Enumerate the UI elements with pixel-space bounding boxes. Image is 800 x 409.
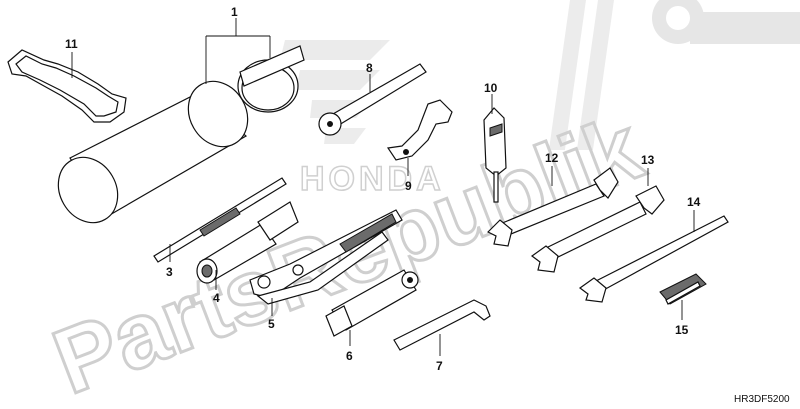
watermark-bar-left xyxy=(548,0,586,150)
leader-lines xyxy=(71,18,695,356)
part-11-tool-strap xyxy=(7,49,127,123)
part-10-screwdriver xyxy=(483,107,507,203)
callout-3: 3 xyxy=(166,265,173,279)
callout-4: 4 xyxy=(213,291,220,305)
watermark-bar-right xyxy=(576,0,614,150)
callout-6: 6 xyxy=(346,349,353,363)
callout-13: 13 xyxy=(641,153,655,167)
callout-9: 9 xyxy=(405,179,412,193)
callout-8: 8 xyxy=(366,61,373,75)
part-15-clip xyxy=(659,273,707,305)
callout-10: 10 xyxy=(484,81,498,95)
part-8-spanner xyxy=(318,63,427,136)
part-14-wrench xyxy=(578,215,729,303)
callout-7: 7 xyxy=(436,359,443,373)
part-13-wrench xyxy=(530,185,665,273)
part-1-tool-case xyxy=(57,45,305,224)
part-3-screwdriver-shaft xyxy=(153,177,287,263)
honda-wordmark: HONDA xyxy=(300,160,445,198)
part-4-extension-bar xyxy=(196,201,299,284)
diagram-code: HR3DF5200 xyxy=(734,394,790,405)
part-7-hex-key xyxy=(393,299,491,351)
callout-labels: 1 3 4 5 6 7 8 9 10 11 12 13 14 15 xyxy=(65,5,701,373)
gear-logo-icon xyxy=(652,0,800,44)
part-9-pin-spanner xyxy=(386,99,453,161)
callout-11: 11 xyxy=(65,37,78,51)
part-5-pliers xyxy=(249,209,403,305)
callout-12: 12 xyxy=(545,151,559,165)
callout-5: 5 xyxy=(268,317,275,331)
callout-14: 14 xyxy=(687,195,701,209)
part-6-plug-wrench xyxy=(325,269,419,337)
callout-15: 15 xyxy=(675,323,689,337)
callout-1: 1 xyxy=(231,5,238,19)
part-12-wrench xyxy=(486,167,619,247)
